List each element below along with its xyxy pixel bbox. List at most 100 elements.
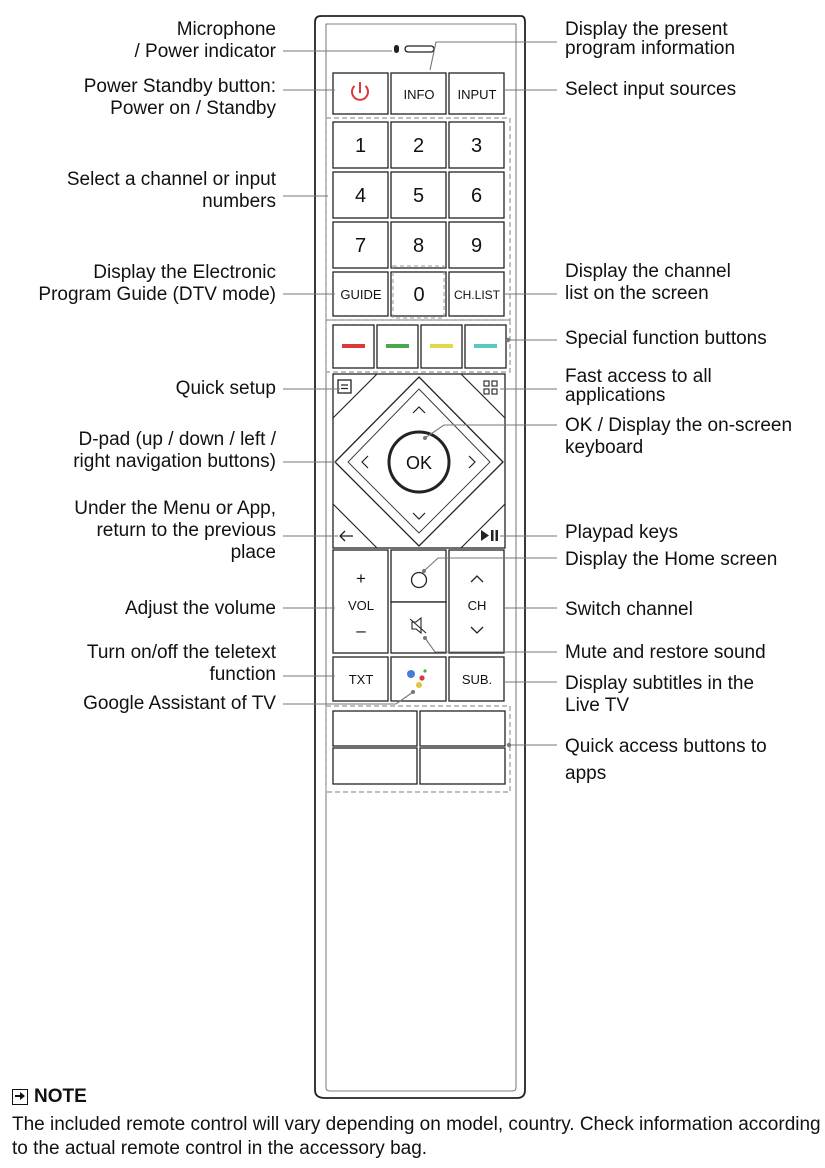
digit-button-label: 5 xyxy=(413,185,424,207)
label-line: applications xyxy=(565,385,666,406)
label-line: place xyxy=(230,542,276,563)
yellow-button[interactable] xyxy=(420,324,463,369)
label-line: Select a channel or input xyxy=(66,169,276,190)
label-channel: Switch channel xyxy=(565,599,693,621)
channel-down-icon xyxy=(470,626,484,634)
chlist-button[interactable]: CH.LIST xyxy=(448,271,505,317)
label-subtitles: Display subtitles in the Live TV xyxy=(565,673,754,717)
app-button-2[interactable] xyxy=(419,710,506,747)
color-buttons-dashed-outline xyxy=(325,319,511,373)
zero-button-label: 0 xyxy=(413,284,424,306)
label-line: return to the previous xyxy=(96,520,276,541)
app-button-4[interactable] xyxy=(419,747,506,785)
label-line: Adjust the volume xyxy=(124,598,276,619)
digit-button[interactable]: 7 xyxy=(332,221,389,269)
note-heading: NOTE xyxy=(12,1086,87,1108)
ok-button-label: OK xyxy=(406,453,432,473)
label-line: Select input sources xyxy=(565,79,737,100)
power-button[interactable] xyxy=(332,72,389,115)
label-power: Power Standby button: Power on / Standby xyxy=(84,76,276,120)
digit-button[interactable]: 8 xyxy=(390,221,447,269)
txt-button-label: TXT xyxy=(349,672,374,687)
label-line: Microphone xyxy=(176,19,276,40)
left-arrow-icon[interactable] xyxy=(361,455,369,469)
mute-button[interactable] xyxy=(390,601,447,654)
down-arrow-icon[interactable] xyxy=(412,512,426,520)
home-circle-icon xyxy=(410,571,428,589)
digit-button-label: 7 xyxy=(355,235,366,257)
apps-grid-icon[interactable] xyxy=(483,380,498,395)
label-special: Special function buttons xyxy=(565,328,767,350)
google-assistant-icon xyxy=(407,669,427,688)
label-line: Power on / Standby xyxy=(110,98,276,119)
app-button-1[interactable] xyxy=(332,710,418,747)
play-pause-icon[interactable] xyxy=(481,530,498,541)
label-line: Quick access buttons to xyxy=(565,736,767,757)
back-arrow-icon[interactable] xyxy=(339,530,353,542)
label-assistant: Google Assistant of TV xyxy=(83,693,276,715)
label-playpad: Playpad keys xyxy=(565,522,678,544)
label-back: Under the Menu or App, return to the pre… xyxy=(74,498,276,564)
cyan-button[interactable] xyxy=(464,324,507,369)
digit-button[interactable]: 3 xyxy=(448,121,505,169)
zero-button[interactable]: 0 xyxy=(390,271,447,317)
chlist-button-label: CH.LIST xyxy=(454,288,501,302)
volume-plus: + xyxy=(356,569,366,588)
right-arrow-icon[interactable] xyxy=(468,455,476,469)
red-button[interactable] xyxy=(332,324,375,369)
quick-setup-icon[interactable] xyxy=(337,379,352,394)
digit-button[interactable]: 9 xyxy=(448,221,505,269)
up-arrow-icon[interactable] xyxy=(412,406,426,414)
label-info: Display the present program information xyxy=(565,20,735,58)
label-teletext: Turn on/off the teletext function xyxy=(87,642,276,686)
digit-button-label: 9 xyxy=(471,235,482,257)
green-button[interactable] xyxy=(376,324,419,369)
label-line: numbers xyxy=(202,191,276,212)
label-line: Display the Home screen xyxy=(565,549,778,570)
app-button-3[interactable] xyxy=(332,747,418,785)
label-home: Display the Home screen xyxy=(565,549,777,571)
label-line: Playpad keys xyxy=(565,522,679,543)
digit-button[interactable]: 4 xyxy=(332,171,389,219)
label-line: Program Guide (DTV mode) xyxy=(38,284,276,305)
label-line: Google Assistant of TV xyxy=(83,693,276,714)
digit-button[interactable]: 5 xyxy=(390,171,447,219)
digit-button[interactable]: 1 xyxy=(332,121,389,169)
label-line: Display the Electronic xyxy=(93,262,276,283)
label-line: keyboard xyxy=(565,437,644,458)
remote-body-inner-edge xyxy=(325,23,517,1092)
info-button[interactable]: INFO xyxy=(390,72,447,115)
channel-up-icon xyxy=(470,575,484,583)
volume-rocker[interactable]: + VOL – xyxy=(332,549,389,654)
digit-button-label: 3 xyxy=(471,135,482,157)
label-line: / Power indicator xyxy=(134,41,276,62)
label-line: D-pad (up / down / left / xyxy=(78,429,277,450)
label-line: Fast access to all xyxy=(565,366,712,387)
label-guide: Display the Electronic Program Guide (DT… xyxy=(38,262,276,306)
label-line: OK / Display the on-screen xyxy=(565,415,793,436)
input-button[interactable]: INPUT xyxy=(448,72,505,115)
guide-button-label: GUIDE xyxy=(340,287,382,302)
label-mute: Mute and restore sound xyxy=(565,642,766,664)
channel-rocker[interactable]: CH xyxy=(448,549,505,654)
ok-button[interactable]: OK xyxy=(387,430,451,494)
digit-button[interactable]: 6 xyxy=(448,171,505,219)
label-line: Switch channel xyxy=(565,599,693,620)
label-input: Select input sources xyxy=(565,79,736,101)
label-line: Mute and restore sound xyxy=(565,642,766,663)
label-line: list on the screen xyxy=(565,283,709,304)
digit-button-label: 6 xyxy=(471,185,482,207)
label-ok: OK / Display the on-screen keyboard xyxy=(565,415,792,459)
arrow-in-box-icon xyxy=(12,1089,28,1105)
sub-button-label: SUB. xyxy=(462,672,492,687)
digit-button[interactable]: 2 xyxy=(390,121,447,169)
input-button-label: INPUT xyxy=(458,87,497,102)
sub-button[interactable]: SUB. xyxy=(448,656,505,702)
channel-label: CH xyxy=(468,598,487,613)
guide-button[interactable]: GUIDE xyxy=(332,271,389,317)
google-assistant-button[interactable] xyxy=(390,656,447,702)
label-line: Turn on/off the teletext xyxy=(86,642,276,663)
txt-button[interactable]: TXT xyxy=(332,656,389,702)
